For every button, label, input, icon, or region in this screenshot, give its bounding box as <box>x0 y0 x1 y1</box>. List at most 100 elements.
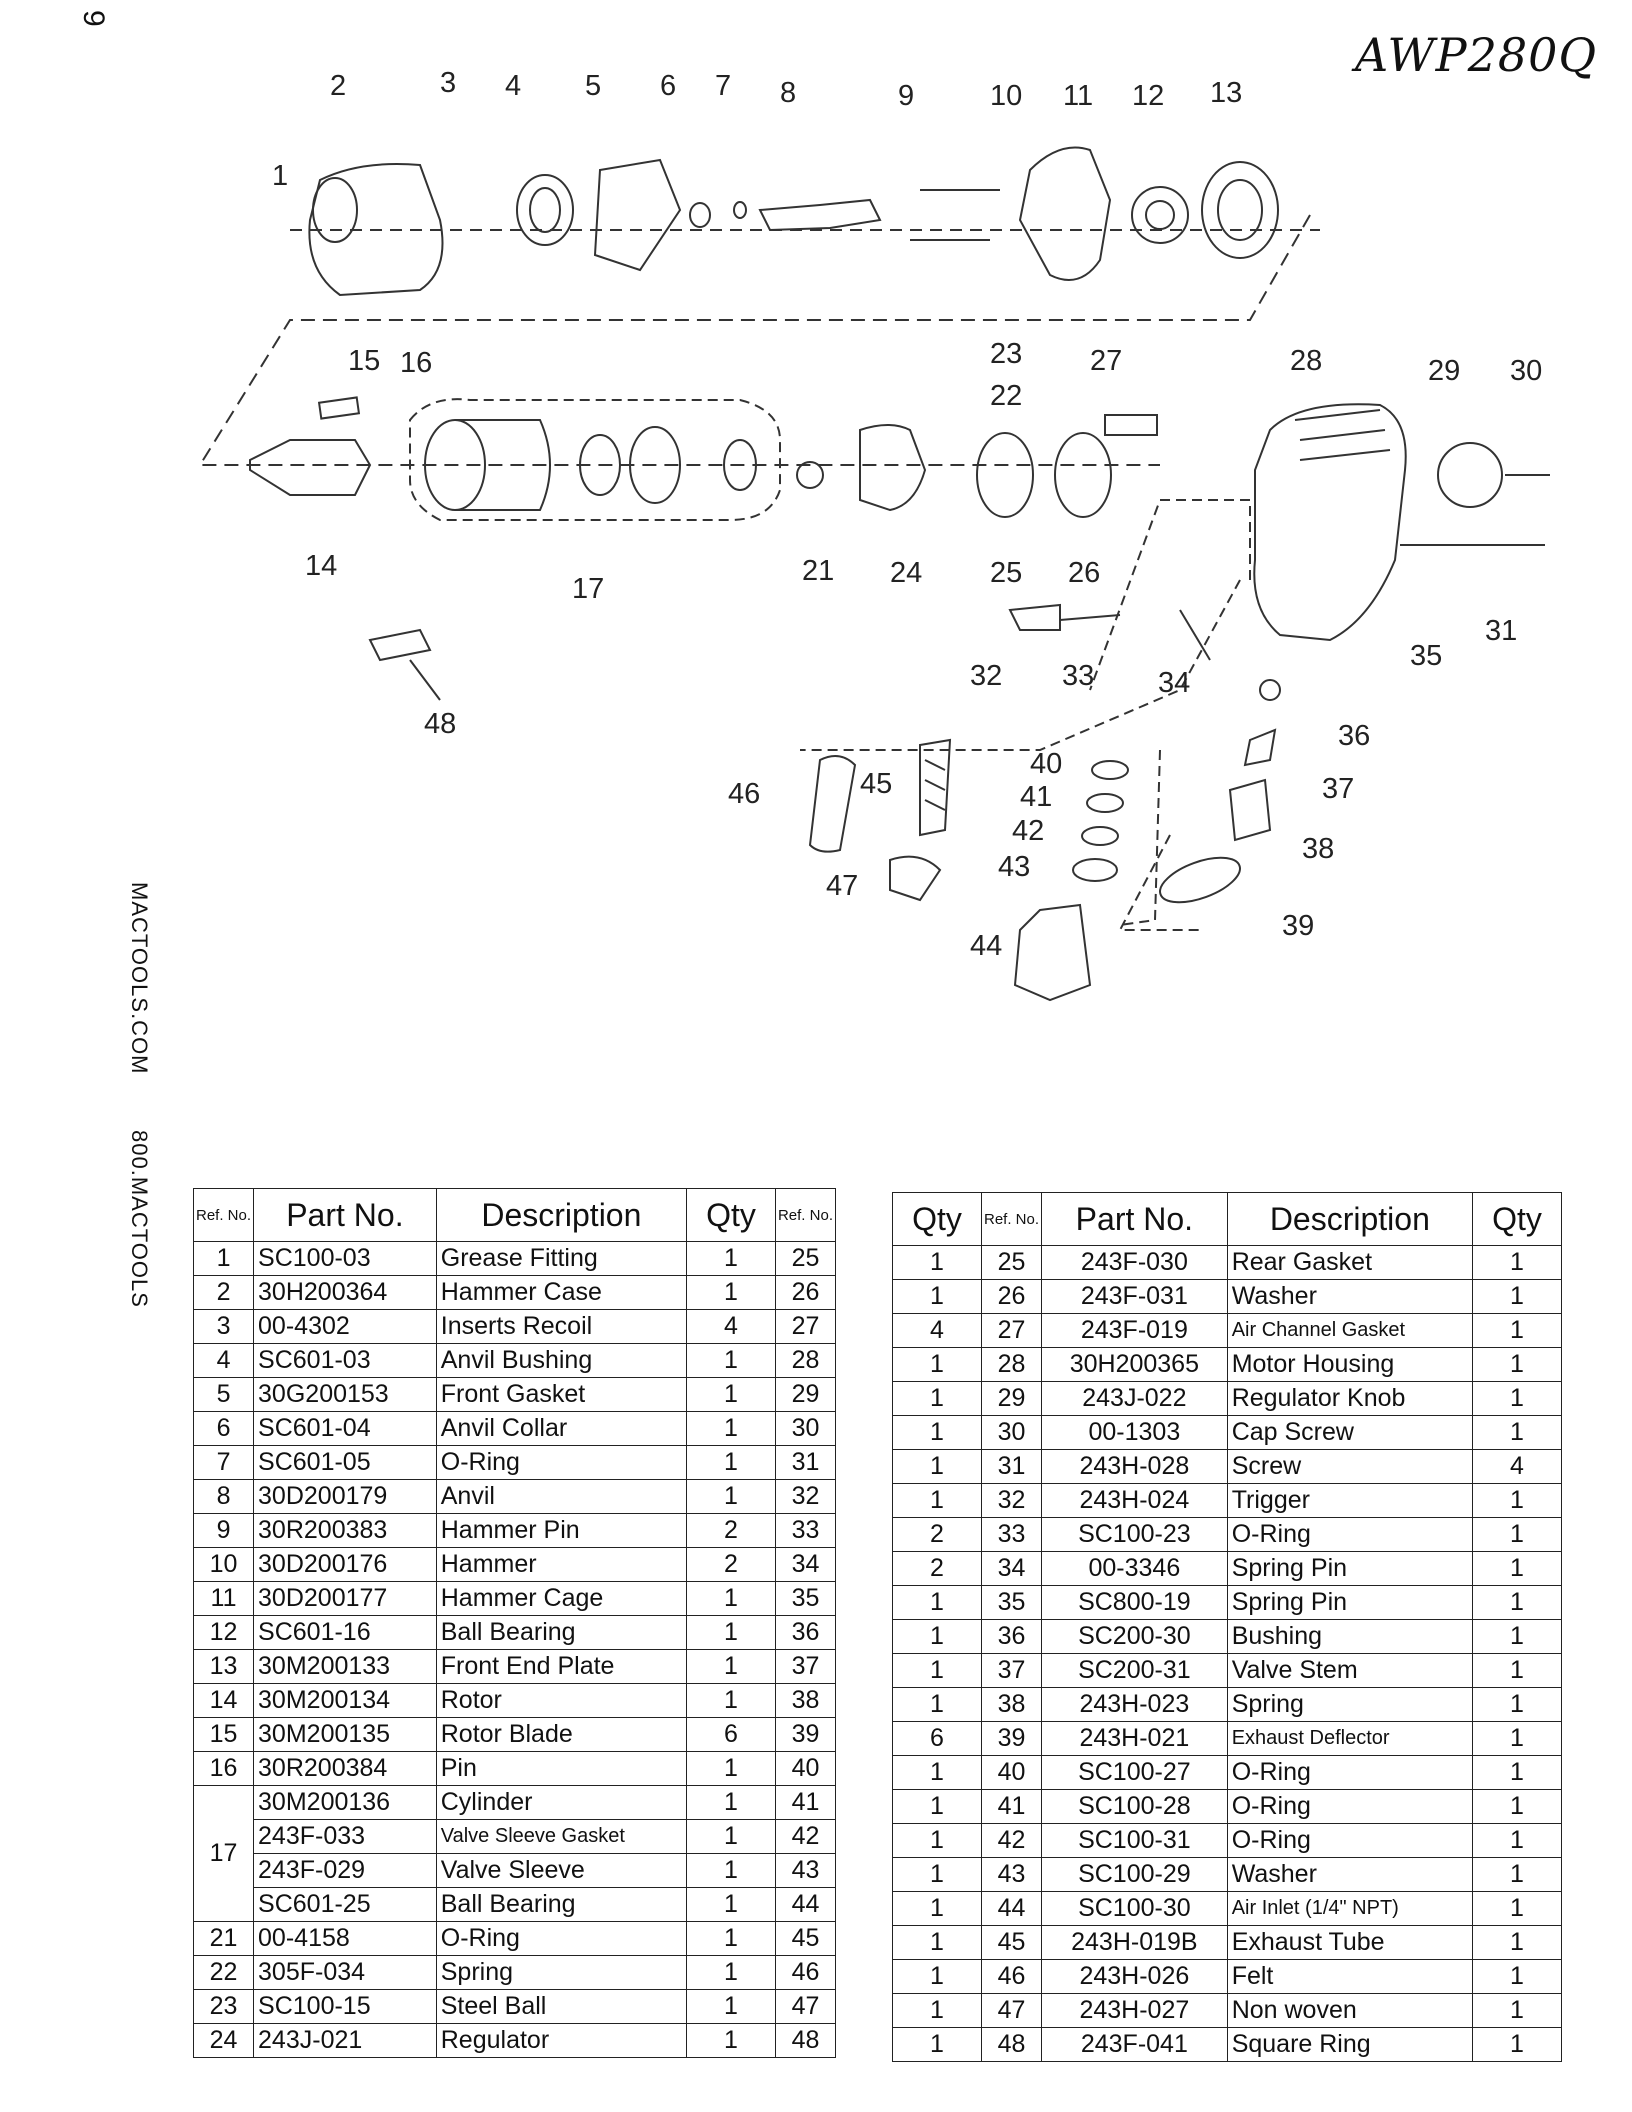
cell-part: SC100-31 <box>1041 1823 1228 1858</box>
cell-ref: 13 <box>192 1649 255 1684</box>
cell-part: SC100-29 <box>1041 1857 1228 1892</box>
cell-qty2: 4 <box>1472 1449 1562 1484</box>
cell-desc: Pin <box>435 1751 687 1786</box>
cell-qty2: 1 <box>1472 1415 1562 1450</box>
cell-qty: 1 <box>685 1887 776 1922</box>
cell-ref: 44 <box>980 1891 1043 1926</box>
callout-31: 31 <box>1485 615 1517 647</box>
cell-ref2: 34 <box>774 1547 837 1582</box>
cell-desc: Square Ring <box>1226 2027 1474 2062</box>
cell-part: 30M200135 <box>253 1717 437 1752</box>
cell-qty: 1 <box>685 1377 776 1412</box>
cell-ref2: 25 <box>774 1241 837 1276</box>
cell-ref: 6 <box>192 1411 255 1446</box>
cell-qty2: 1 <box>1472 1687 1562 1722</box>
cell-qty: 1 <box>892 1653 982 1688</box>
cell-ref: 10 <box>192 1547 255 1582</box>
header-qty-2: Qty <box>1472 1192 1562 1246</box>
cell-qty: 1 <box>685 1751 776 1786</box>
callout-4: 4 <box>505 70 521 102</box>
cell-part: 00-4158 <box>253 1921 437 1956</box>
cell-ref2: 29 <box>774 1377 837 1412</box>
cell-desc: Air Inlet (1/4" NPT) <box>1226 1891 1474 1926</box>
cell-part: SC100-28 <box>1041 1789 1228 1824</box>
cell-ref2: 39 <box>774 1717 837 1752</box>
cell-ref: 36 <box>980 1619 1043 1654</box>
cell-qty2: 1 <box>1472 1279 1562 1314</box>
cell-desc: O-Ring <box>1226 1789 1474 1824</box>
cell-ref2: 40 <box>774 1751 837 1786</box>
cell-part: 30R200384 <box>253 1751 437 1786</box>
cell-ref: 24 <box>192 2023 255 2058</box>
cell-qty2: 1 <box>1472 1789 1562 1824</box>
cell-ref2: 37 <box>774 1649 837 1684</box>
callout-15: 15 <box>348 345 380 377</box>
side-text-phone: 800.MACTOOLS <box>127 1130 152 1308</box>
cell-desc: Grease Fitting <box>435 1241 687 1276</box>
cell-ref: 29 <box>980 1381 1043 1416</box>
cell-ref: 17 <box>192 1785 255 1922</box>
cell-ref2: 28 <box>774 1343 837 1378</box>
cell-ref2: 31 <box>774 1445 837 1480</box>
cell-qty: 1 <box>892 1245 982 1280</box>
cell-ref2: 26 <box>774 1275 837 1310</box>
callout-36: 36 <box>1338 720 1370 752</box>
cell-ref: 37 <box>980 1653 1043 1688</box>
cell-ref2: 44 <box>774 1887 837 1922</box>
cell-ref2: 42 <box>774 1819 837 1854</box>
anvil-shape <box>758 198 882 232</box>
cell-ref: 45 <box>980 1925 1043 1960</box>
cell-qty: 1 <box>685 1955 776 1990</box>
callout-3: 3 <box>440 67 456 99</box>
cell-qty: 1 <box>892 1619 982 1654</box>
cell-part: SC601-04 <box>253 1411 437 1446</box>
callout-26: 26 <box>1068 557 1100 589</box>
cell-qty2: 1 <box>1472 1313 1562 1348</box>
cell-part: 243F-030 <box>1041 1245 1228 1280</box>
cell-ref: 21 <box>192 1921 255 1956</box>
callout-30: 30 <box>1510 355 1542 387</box>
cell-desc: Spring <box>1226 1687 1474 1722</box>
cell-desc: Regulator Knob <box>1226 1381 1474 1416</box>
cell-qty: 1 <box>685 1615 776 1650</box>
cell-ref2: 38 <box>774 1683 837 1718</box>
header-qty: Qty <box>892 1192 982 1246</box>
callout-12: 12 <box>1132 80 1164 112</box>
cell-ref: 33 <box>980 1517 1043 1552</box>
callout-25: 25 <box>990 557 1022 589</box>
cell-part: 243H-019B <box>1041 1925 1228 1960</box>
cell-ref: 27 <box>980 1313 1043 1348</box>
cell-part: 243H-023 <box>1041 1687 1228 1722</box>
cell-qty2: 1 <box>1472 1755 1562 1790</box>
callout-17: 17 <box>572 573 604 605</box>
cell-qty: 1 <box>892 1993 982 2028</box>
table-header-row: Ref. No. Part No. Description Qty Ref. N… <box>192 1188 837 1242</box>
cell-qty2: 1 <box>1472 1381 1562 1416</box>
cell-ref2: 43 <box>774 1853 837 1888</box>
cell-part: SC100-27 <box>1041 1755 1228 1790</box>
ball-bearing-shape <box>1131 186 1189 244</box>
cell-ref: 41 <box>980 1789 1043 1824</box>
cell-ref: 7 <box>192 1445 255 1480</box>
cell-part: SC200-31 <box>1041 1653 1228 1688</box>
callout-34: 34 <box>1158 667 1190 699</box>
cell-qty: 1 <box>892 1687 982 1722</box>
header-ref-no: Ref. No. <box>192 1188 255 1242</box>
cell-ref: 35 <box>980 1585 1043 1620</box>
cell-ref: 42 <box>980 1823 1043 1858</box>
